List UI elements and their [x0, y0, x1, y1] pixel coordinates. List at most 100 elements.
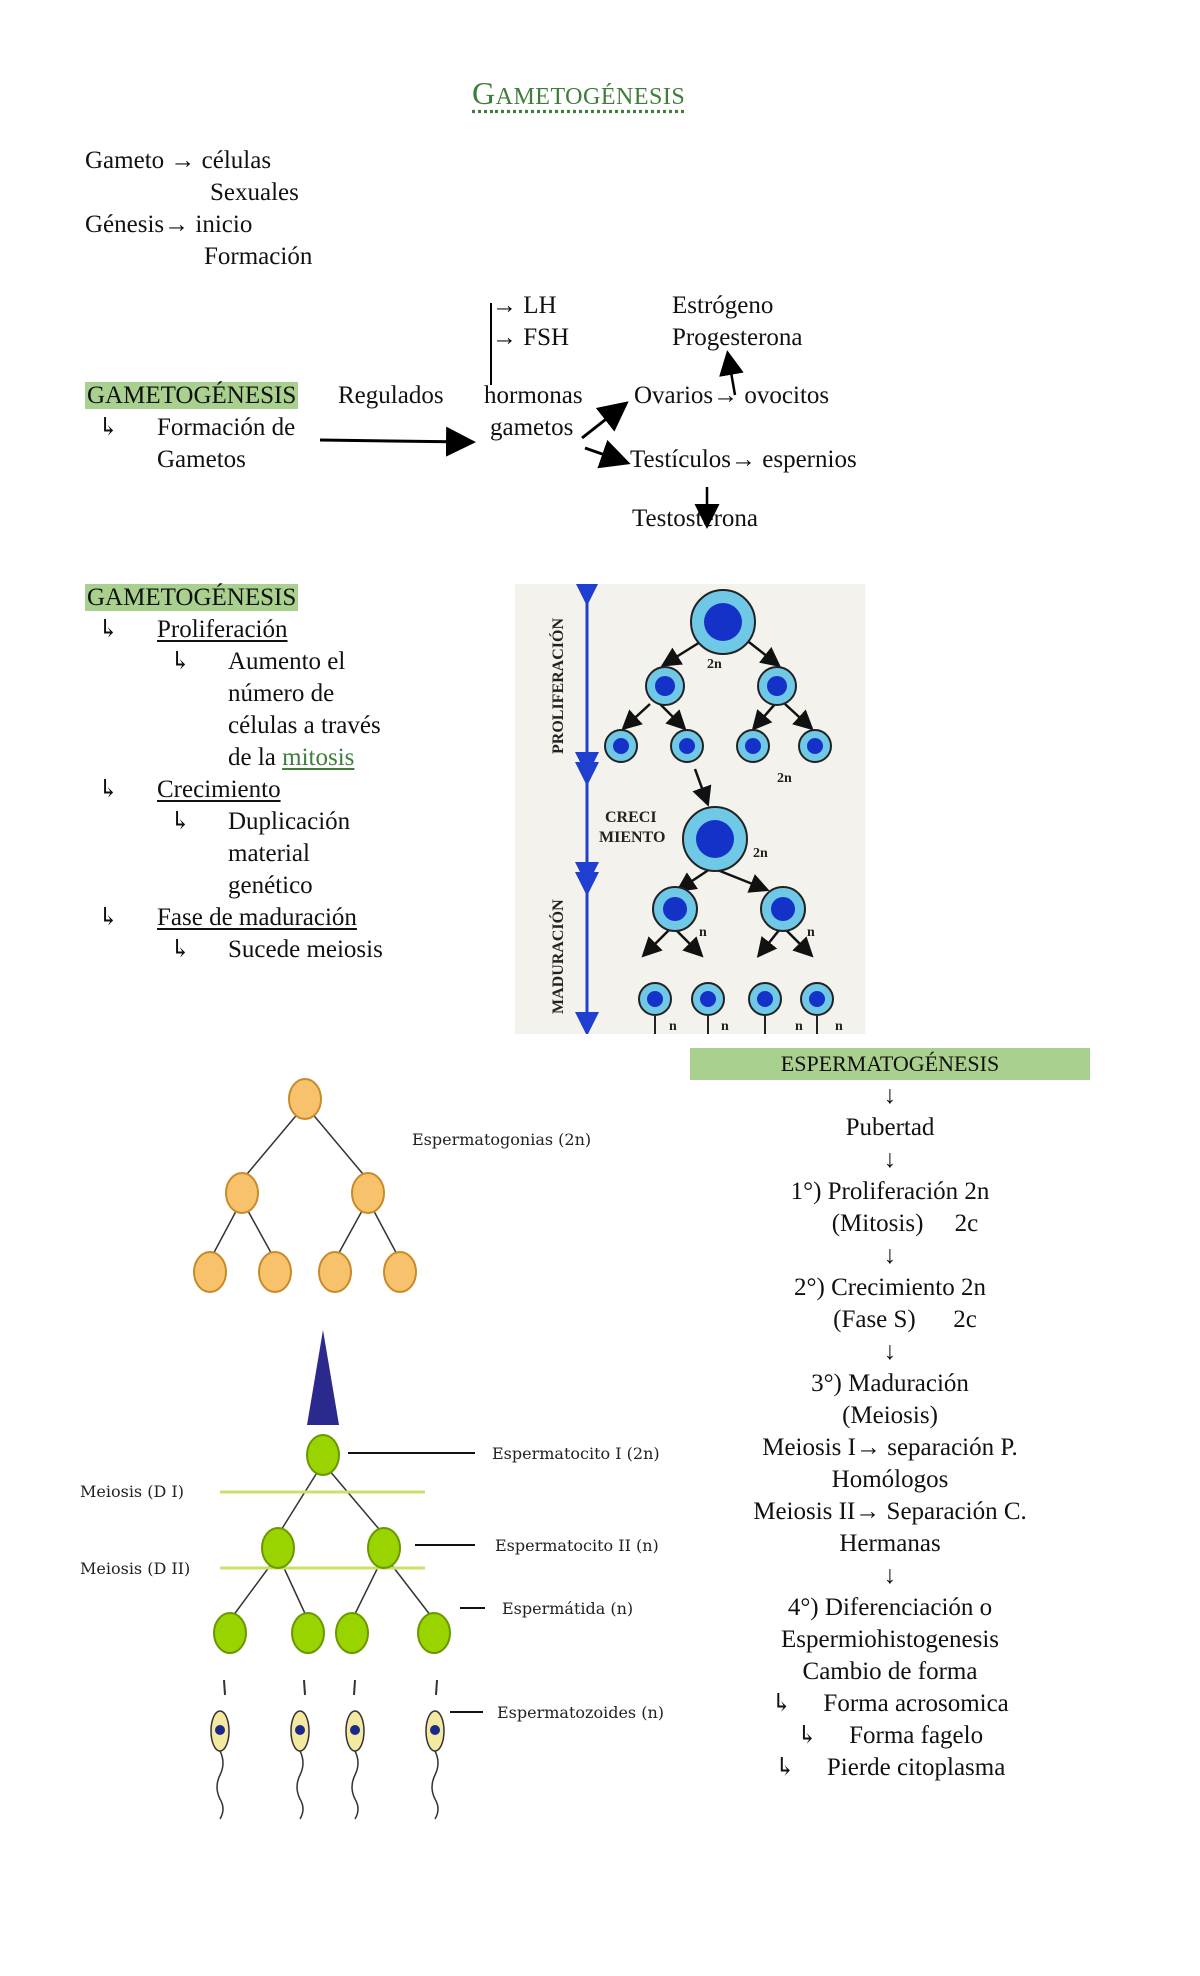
ploidy-n-4: n	[721, 1019, 729, 1034]
espermatogonias	[193, 1078, 417, 1293]
def-formacion: Formación	[204, 243, 313, 270]
cells	[604, 589, 834, 1016]
hook-f2: ↳	[796, 1722, 818, 1749]
ploidy-n-1: n	[699, 925, 707, 940]
cell-tails	[654, 1016, 818, 1034]
step-maduracion-detail: (Meiosis)	[842, 1402, 938, 1429]
step-maduracion: 3°) Maduración	[811, 1370, 969, 1397]
phase-proliferacion: Proliferación	[157, 616, 288, 643]
label-meiosis-1: Meiosis (D I)	[80, 1482, 184, 1501]
meiosis-2-detail: Hermanas	[839, 1530, 941, 1557]
phases-diagram: PROLIFERACIÓN CRECI MIENTO MADURACIÓN	[515, 584, 865, 1034]
arrow-5: ↓	[883, 1562, 897, 1589]
flow-gametos: Gametos	[157, 446, 246, 473]
ploidy-2n-prolif: 2n	[777, 771, 792, 786]
ploidy-n-6: n	[835, 1019, 843, 1034]
ploidy-2n-creci: 2n	[753, 846, 768, 861]
label-espermatozoides: Espermatozoides (n)	[497, 1703, 664, 1722]
spermatogenesis-diagram: Espermatogonias (2n) Espermatocito I (2n…	[80, 1078, 664, 1820]
hook-aumento: ↳	[170, 648, 191, 675]
aumento-line-4: de la mitosis	[228, 742, 354, 774]
hormone-progesterona: Progesterona	[672, 324, 803, 351]
forma-fagelo: ↳ Forma fagelo	[690, 1720, 1090, 1752]
arrow-3: ↓	[883, 1242, 897, 1269]
hook-duplicacion: ↳	[170, 808, 191, 835]
spermato-body: ↓ Pubertad ↓ 1°) Proliferación 2n (Mitos…	[690, 1080, 1090, 1784]
label-meiosis-2: Meiosis (D II)	[80, 1559, 190, 1578]
label-espermatocito-2: Espermatocito II (n)	[495, 1536, 659, 1555]
def-genesis: Génesis→ inicio	[85, 211, 253, 238]
flow-heading-text: GAMETOGÉNESIS	[85, 382, 299, 409]
def-sexuales: Sexuales	[210, 179, 299, 206]
step-pubertad: Pubertad	[845, 1114, 935, 1141]
forma-acrosomica-text: Forma acrosomica	[823, 1690, 1009, 1717]
step-cambio-forma: Cambio de forma	[802, 1658, 978, 1685]
pierde-citoplasma: ↳ Pierde citoplasma	[690, 1752, 1090, 1784]
label-creci: CRECI	[605, 809, 657, 826]
phases-heading: GAMETOGÉNESIS	[85, 582, 299, 614]
spermato-heading: ESPERMATOGÉNESIS	[690, 1048, 1090, 1080]
label-espermatida: Espermátida (n)	[502, 1599, 633, 1618]
arrow-1: ↓	[883, 1082, 897, 1109]
flow-ovarios: Ovarios→ ovocitos	[634, 382, 830, 409]
arrow-to-testiculos	[584, 439, 631, 469]
hook-sucede: ↳	[170, 936, 191, 963]
ploidy-n-3: n	[669, 1019, 677, 1034]
sucede-meiosis: Sucede meiosis	[228, 936, 383, 963]
arrow-4: ↓	[883, 1338, 897, 1365]
hook-crecimiento: ↳	[98, 776, 119, 803]
label-espermatocito-1: Espermatocito I (2n)	[492, 1444, 660, 1463]
cell-arrows	[621, 637, 814, 958]
meiosis-1-detail: Homólogos	[831, 1466, 949, 1493]
flow-formacion-de: Formación de	[157, 414, 296, 441]
aumento-line-3: células a través	[228, 712, 381, 739]
hook-proliferacion: ↳	[98, 616, 119, 643]
step-espermiohistogenesis: Espermiohistogenesis	[780, 1626, 1000, 1653]
flow-hormonas: hormonas	[484, 382, 583, 409]
title-rest: AMETOGÉNESIS	[495, 84, 686, 110]
espermatozoides	[210, 1710, 445, 1820]
hormone-estrogeno: Estrógeno	[672, 292, 774, 319]
mitosis-link[interactable]: mitosis	[282, 744, 355, 771]
forma-acrosomica: ↳ Forma acrosomica	[690, 1688, 1090, 1720]
phase-maduracion: Fase de maduración	[157, 904, 357, 931]
phase-crecimiento: Crecimiento	[157, 776, 281, 803]
step-diferenciacion: 4°) Diferenciación o	[787, 1594, 993, 1621]
label-leaders	[348, 1452, 485, 1713]
flow-gametos-word: gametos	[490, 414, 574, 441]
flow-heading: GAMETOGÉNESIS	[85, 380, 299, 412]
forma-fagelo-text: Forma fagelo	[849, 1722, 984, 1749]
hook-maduracion: ↳	[98, 904, 119, 931]
label-maduracion: MADURACIÓN	[548, 899, 567, 1014]
aumento-de-la: de la	[228, 744, 276, 771]
step-proliferacion: 1°) Proliferación 2n	[790, 1178, 990, 1205]
ploidy-n-5: n	[795, 1019, 803, 1034]
page-title: GAMETOGÉNESIS	[472, 75, 685, 112]
growth-triangle	[307, 1330, 339, 1425]
hook-f3: ↳	[774, 1754, 796, 1781]
flow-hook: ↳	[98, 414, 119, 441]
label-miento: MIENTO	[599, 829, 665, 846]
flow-testosterona: Testosterona	[632, 505, 758, 532]
pierde-citoplasma-text: Pierde citoplasma	[826, 1754, 1006, 1781]
arrow-formacion-hormonas	[319, 426, 476, 457]
step-crecimiento-detail: (Fase S) 2c	[833, 1306, 977, 1333]
title-initial: G	[472, 75, 496, 111]
ploidy-n-2: n	[807, 925, 815, 940]
def-gameto: Gameto → células	[85, 147, 272, 174]
flow-regulados: Regulados	[338, 382, 444, 409]
aumento-line-1: Aumento el	[228, 648, 346, 675]
label-proliferacion: PROLIFERACIÓN	[548, 618, 567, 754]
flow-testiculos: Testículos→ espernios	[630, 446, 857, 473]
aumento-line-2: número de	[228, 680, 335, 707]
arrow-2: ↓	[883, 1146, 897, 1173]
ploidy-2n-top: 2n	[707, 657, 722, 672]
label-espermatogonias: Espermatogonias (2n)	[412, 1130, 591, 1149]
dup-line-3: genético	[228, 872, 313, 899]
espermatocitos	[213, 1434, 451, 1654]
phases-heading-text: GAMETOGÉNESIS	[85, 584, 299, 611]
spermatid-marks	[223, 1679, 438, 1696]
dup-line-2: material	[228, 840, 310, 867]
dup-line-1: Duplicación	[228, 808, 351, 835]
step-crecimiento: 2°) Crecimiento 2n	[794, 1274, 986, 1301]
